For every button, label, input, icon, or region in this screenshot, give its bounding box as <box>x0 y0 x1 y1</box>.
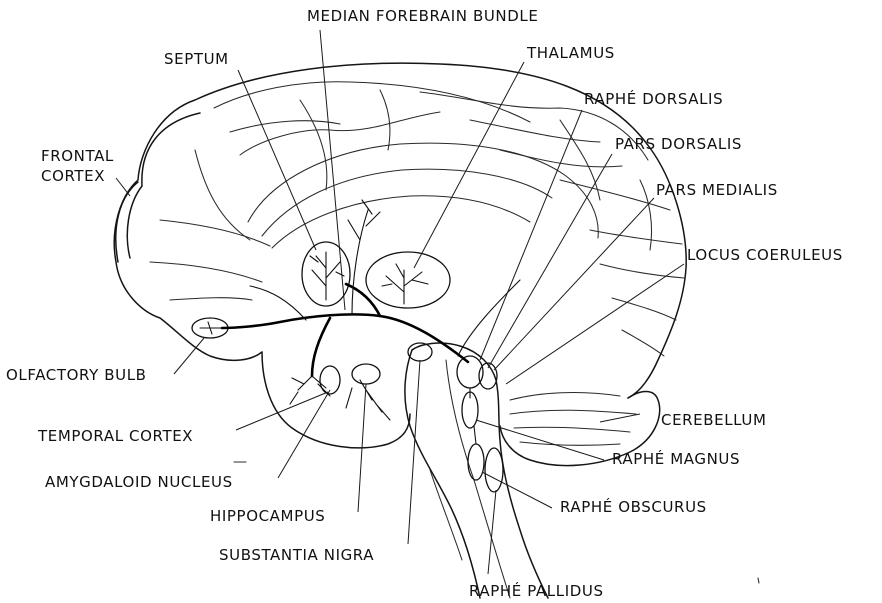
label-cortex: CORTEX <box>41 167 105 185</box>
projection-pathways <box>222 200 520 444</box>
label-frontal: FRONTAL <box>41 147 114 165</box>
raphe-pallidus-nucleus <box>485 448 503 492</box>
label-raphe-pallidus: RAPHÉ PALLIDUS <box>469 581 604 600</box>
label-amygdaloid-nucleus: AMYGDALOID NUCLEUS <box>45 473 233 491</box>
raphe-obscurus-nucleus <box>468 444 484 480</box>
label-median-forebrain-bundle: MEDIAN FOREBRAIN BUNDLE <box>307 7 538 25</box>
label-cerebellum: CEREBELLUM <box>661 411 767 429</box>
label-raphe-obscurus: RAPHÉ OBSCURUS <box>560 497 707 516</box>
amygdala-nucleus <box>320 366 340 394</box>
label-hippocampus: HIPPOCAMPUS <box>210 507 325 525</box>
label-olfactory-bulb: OLFACTORY BULB <box>6 366 147 384</box>
brainstem-outline <box>405 343 548 598</box>
label-thalamus: THALAMUS <box>526 44 615 62</box>
label-temporal-cortex: TEMPORAL CORTEX <box>37 427 193 445</box>
cortex-gyri <box>150 82 684 356</box>
label-pars-dorsalis: PARS DORSALIS <box>615 135 742 153</box>
label-locus-coeruleus: LOCUS COERULEUS <box>687 246 843 264</box>
label-pars-medialis: PARS MEDIALIS <box>656 181 778 199</box>
hippocampus-nucleus <box>352 364 380 384</box>
nuclei <box>192 242 503 492</box>
leader-lines <box>116 30 684 574</box>
label-substantia-nigra: SUBSTANTIA NIGRA <box>219 546 374 564</box>
label-septum: SEPTUM <box>164 50 229 68</box>
labels: MEDIAN FOREBRAIN BUNDLE SEPTUM THALAMUS … <box>6 7 843 600</box>
label-raphe-magnus: RAPHÉ MAGNUS <box>612 449 740 468</box>
label-raphe-dorsalis: RAPHÉ DORSALIS <box>584 89 723 108</box>
thalamus-nucleus <box>366 252 450 308</box>
